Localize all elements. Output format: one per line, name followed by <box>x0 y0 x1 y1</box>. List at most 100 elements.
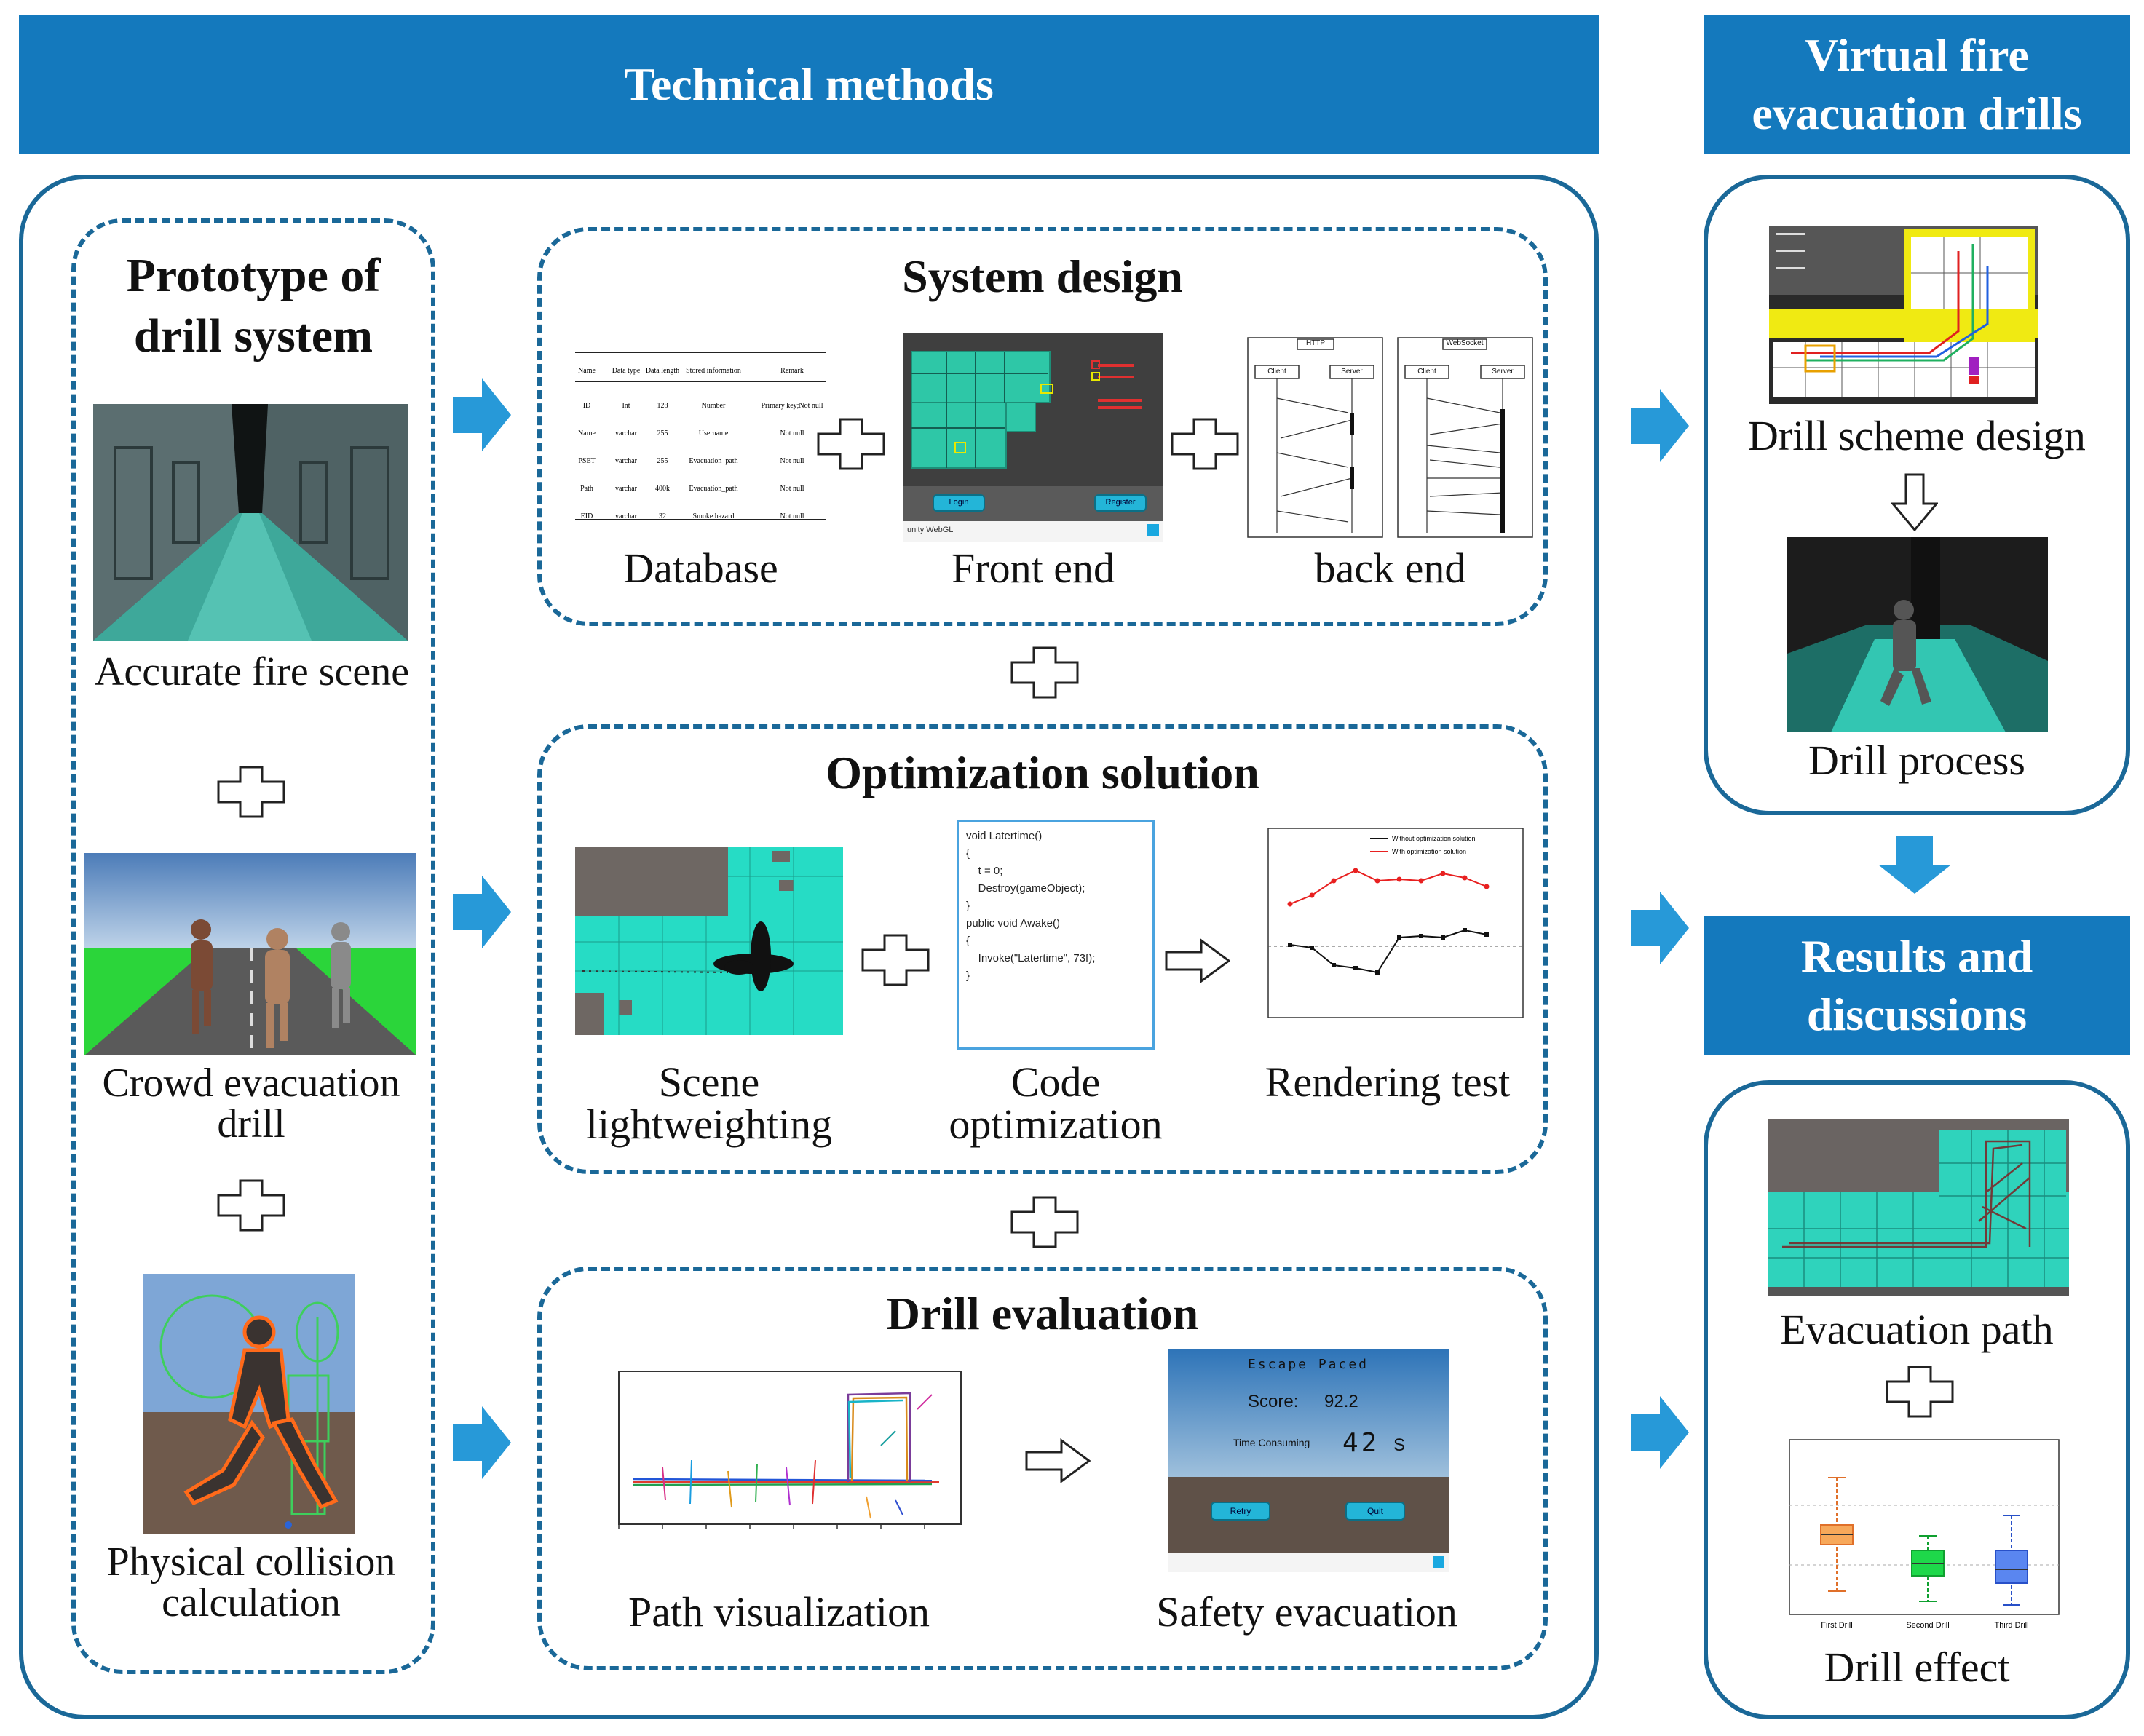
table-cell: Not null <box>780 512 804 520</box>
right-arrow-icon <box>1631 1396 1689 1469</box>
crowd-evacuation-label: Crowd evacuation drill <box>102 1061 400 1146</box>
server-label: Server <box>1341 368 1363 376</box>
plus-icon <box>861 934 930 986</box>
table-cell: 128 <box>657 402 668 410</box>
time-value: 42 <box>1342 1428 1380 1458</box>
score-label: Score: <box>1248 1392 1299 1411</box>
series-point <box>1288 943 1292 947</box>
system-design-title: System design <box>902 250 1183 302</box>
code-line: { <box>966 847 970 860</box>
series-point <box>1484 932 1489 937</box>
code-line: Destroy(gameObject); <box>966 882 1085 895</box>
table-cell: Evacuation_path <box>689 485 737 493</box>
series-point <box>1309 892 1315 898</box>
physical-collision-label: Physical collision calculation <box>106 1539 396 1625</box>
right-arrow-icon <box>1631 892 1689 964</box>
hollow-right-arrow-icon <box>1025 1438 1091 1483</box>
box-body <box>1995 1550 2028 1584</box>
code-snippet: void Latertime(){ t = 0; Destroy(gameObj… <box>957 820 1155 1050</box>
path-visualization-label: Path visualization <box>628 1588 930 1636</box>
backend-diagram: HTTP WebSocket Client Server Client Serv… <box>1246 336 1534 540</box>
series-point <box>1419 934 1423 938</box>
table-cell: Smoke hazard <box>693 512 735 520</box>
table-cell: Not null <box>780 429 804 437</box>
drill-process-label: Drill process <box>1808 737 2025 784</box>
series-point <box>1462 875 1468 881</box>
results-panel <box>1704 1080 2130 1719</box>
accurate-fire-scene-label: Accurate fire scene <box>94 649 410 694</box>
safety-evacuation-screen: Escape Paced Score: 92.2 Time Consuming … <box>1168 1349 1449 1572</box>
table-cell: 255 <box>657 457 668 465</box>
technical-methods-title: Technical methods <box>624 58 994 110</box>
prototype-box <box>71 218 435 1674</box>
drill-process-image <box>1787 537 2048 732</box>
plus-icon <box>1010 646 1079 699</box>
code-lines: void Latertime(){ t = 0; Destroy(gameObj… <box>966 828 1145 985</box>
series-point <box>1331 878 1337 884</box>
drill-scheme-label: Drill scheme design <box>1748 412 2086 459</box>
results-header: Results and discussions <box>1704 916 2130 1055</box>
series-point <box>1353 966 1358 970</box>
plus-icon <box>817 418 885 470</box>
optimization-box <box>537 724 1548 1174</box>
table-cell: Primary key;Not null <box>762 402 823 410</box>
table-cell: PSET <box>578 457 595 465</box>
table-header-cell: Data length <box>646 367 679 375</box>
series-point <box>1374 878 1380 884</box>
table-header-cell: Data type <box>612 367 641 375</box>
database-label: Database <box>623 544 778 592</box>
system-design-box <box>537 227 1548 626</box>
table-cell: Name <box>578 429 596 437</box>
plus-icon <box>1886 1366 1954 1418</box>
client-label: Client <box>1417 368 1436 376</box>
series-point <box>1353 868 1358 873</box>
table-cell: 32 <box>659 512 666 520</box>
series-line-optimized <box>1289 869 1487 905</box>
series-point <box>1441 935 1445 940</box>
evacuation-path-image <box>1768 1119 2069 1296</box>
scene-lightweight-label: Scene lightweighting <box>585 1058 833 1148</box>
time-unit: S <box>1393 1435 1406 1455</box>
series-point <box>1310 946 1314 950</box>
right-arrow-icon <box>1631 389 1689 462</box>
corridor-image <box>93 404 408 641</box>
virtual-drills-title: Virtual fire evacuation drills <box>1752 29 2082 139</box>
code-line: t = 0; <box>966 865 1003 877</box>
table-cell: Not null <box>780 485 804 493</box>
websocket-label: WebSocket <box>1446 339 1484 347</box>
series-point <box>1484 884 1490 889</box>
series-point <box>1287 901 1293 907</box>
escape-heading: Escape Paced <box>1247 1357 1369 1372</box>
http-label: HTTP <box>1305 339 1326 347</box>
time-consuming-label: Time Consuming <box>1233 1437 1310 1448</box>
login-button: Login <box>949 498 969 507</box>
backend-label: back end <box>1314 544 1466 592</box>
unity-brand: unity WebGL <box>907 526 954 534</box>
technical-methods-panel <box>19 175 1599 1719</box>
down-arrow-icon <box>1878 836 1951 894</box>
table-cell: Evacuation_path <box>689 457 737 465</box>
drill-evaluation-box <box>537 1267 1548 1670</box>
series-point <box>1375 970 1380 975</box>
hollow-down-arrow-icon <box>1891 473 1938 531</box>
technical-methods-header: Technical methods <box>19 15 1599 154</box>
table-cell: ID <box>583 402 591 410</box>
code-line: Invoke("Latertime", 73f); <box>966 952 1096 964</box>
table-header-cell: Name <box>578 367 596 375</box>
table-cell: Not null <box>780 457 804 465</box>
category-tick-label: First Drill <box>1821 1621 1852 1630</box>
register-button: Register <box>1105 498 1136 507</box>
table-cell: varchar <box>615 485 638 493</box>
plus-icon <box>217 766 285 818</box>
code-optimization-label: Code optimization <box>949 1058 1163 1148</box>
table-cell: Username <box>699 429 729 437</box>
right-arrow-icon <box>453 876 511 948</box>
category-tick-label: Third Drill <box>1994 1621 2028 1630</box>
crowd-image <box>84 853 416 1055</box>
rendering-test-label: Rendering test <box>1265 1058 1511 1106</box>
quit-button: Quit <box>1366 1506 1383 1516</box>
scene-lightweight-image <box>575 847 843 1035</box>
table-cell: 255 <box>657 429 668 437</box>
physics-image <box>143 1274 355 1534</box>
